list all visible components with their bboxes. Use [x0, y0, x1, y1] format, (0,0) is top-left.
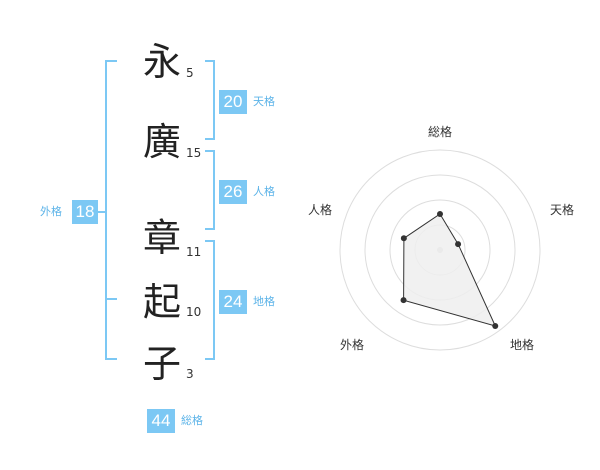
gaikaku-bracket-top	[105, 60, 117, 62]
gaikaku-bracket-mid	[105, 298, 117, 300]
radar-label-tenkaku: 天格	[550, 203, 575, 217]
tenkaku-bracket-spine	[213, 60, 215, 140]
gaikaku-bracket-spine	[105, 60, 107, 360]
tenkaku-label: 天格	[253, 95, 275, 108]
soukaku-badge: 44	[147, 409, 175, 433]
stroke-count-5: 3	[186, 367, 194, 381]
jinkaku-bracket-top	[205, 150, 215, 152]
radar-point-0	[437, 211, 443, 217]
soukaku-label: 総格	[181, 414, 203, 427]
kanji-5: 子	[142, 342, 181, 386]
jinkaku-label: 人格	[253, 185, 275, 198]
chikaku-bracket-bottom	[205, 358, 215, 360]
kanji-3: 章	[142, 216, 181, 260]
tenkaku-bracket-top	[205, 60, 215, 62]
radar-label-gaikaku: 外格	[340, 338, 365, 352]
gaikaku-badge: 18	[72, 200, 98, 224]
radar-polygon	[403, 213, 497, 327]
radar-point-1	[455, 241, 462, 248]
jinkaku-bracket-spine	[213, 150, 215, 230]
stroke-count-3: 11	[186, 245, 202, 259]
stroke-count-2: 15	[186, 146, 202, 160]
stroke-count-1: 5	[186, 66, 194, 80]
gaikaku-bracket-bottom	[105, 358, 117, 360]
chikaku-bracket-spine	[213, 240, 215, 360]
radar-point-4	[400, 235, 407, 242]
kanji-4: 起	[142, 280, 181, 324]
kanji-1: 永	[142, 40, 181, 84]
radar-label-jinkaku: 人格	[308, 203, 333, 217]
stroke-count-4: 10	[186, 305, 202, 319]
radar-point-2	[492, 323, 499, 330]
kanji-2: 廣	[142, 120, 181, 164]
radar-ring-3	[364, 174, 516, 326]
radar-label-soukaku: 総格	[428, 125, 453, 139]
tenkaku-badge: 20	[219, 90, 247, 114]
radar-label-chikaku: 地格	[510, 338, 535, 352]
jinkaku-bracket-bottom	[205, 228, 215, 230]
radar-point-3	[400, 297, 407, 304]
radar-ring-4	[339, 149, 541, 351]
gaikaku-connector	[94, 211, 105, 213]
chikaku-bracket-top	[205, 240, 215, 242]
tenkaku-bracket-bottom	[205, 138, 215, 140]
chikaku-label: 地格	[253, 295, 275, 308]
chikaku-badge: 24	[219, 290, 247, 314]
jinkaku-badge: 26	[219, 180, 247, 204]
gaikaku-label: 外格	[40, 205, 62, 218]
